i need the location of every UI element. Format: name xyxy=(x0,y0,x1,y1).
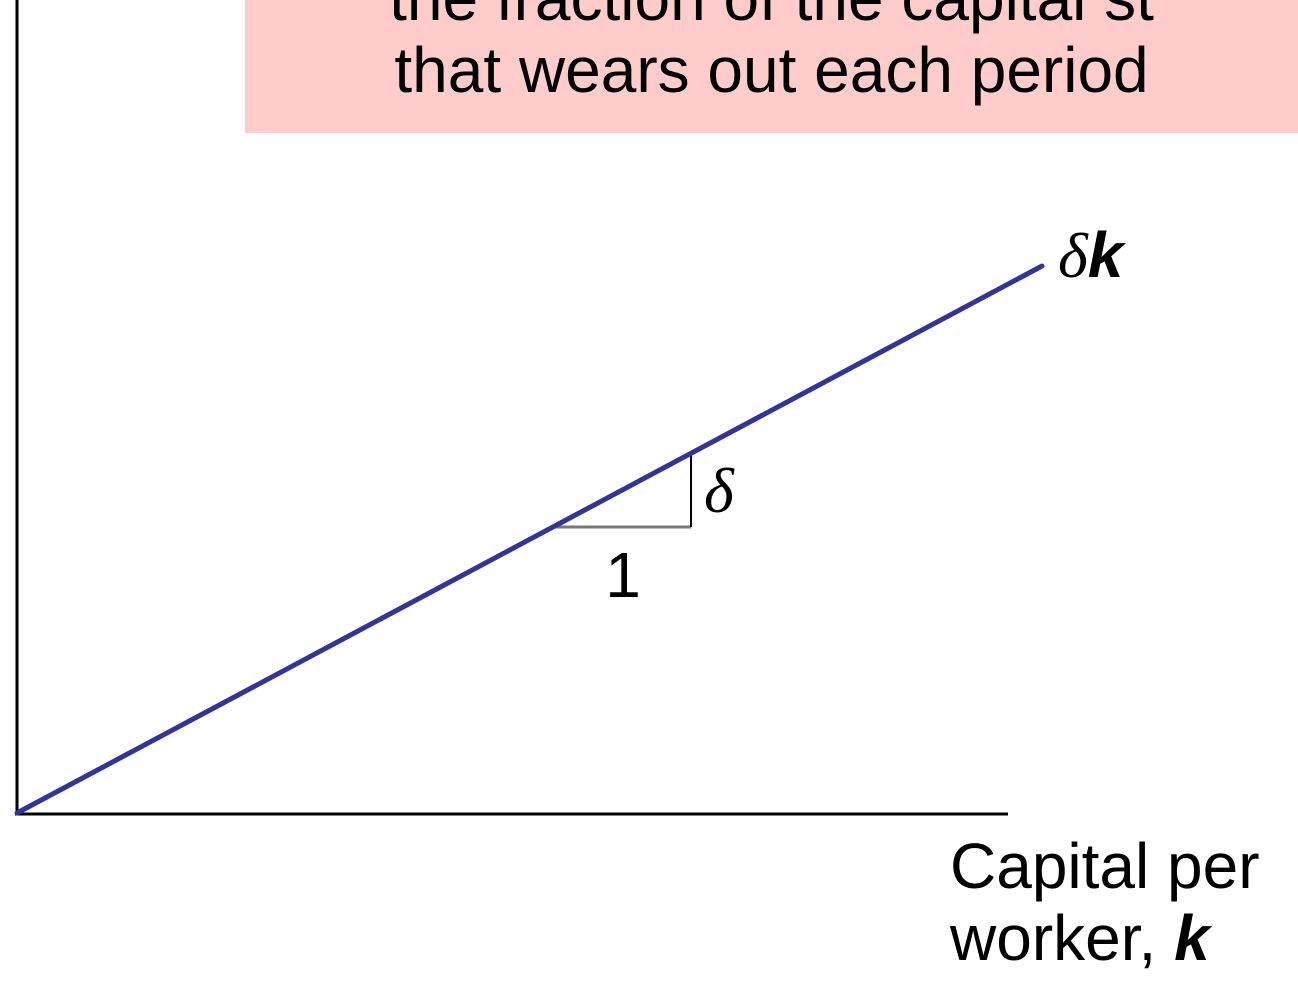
x-axis-title-prefix: worker, xyxy=(950,902,1175,974)
note-text-line-1: the fraction of the capital st xyxy=(245,0,1298,30)
note-box: the fraction of the capital st that wear… xyxy=(245,0,1298,133)
x-axis-title-variable: k xyxy=(1174,902,1210,974)
delta-symbol: δ xyxy=(1058,220,1089,291)
note-text-line-2: that wears out each period xyxy=(394,34,1149,106)
x-axis-title: Capital per worker, k xyxy=(950,830,1260,974)
x-axis-title-line-1: Capital per xyxy=(950,830,1260,902)
k-variable: k xyxy=(1088,219,1127,291)
depreciation-line xyxy=(14,263,1045,816)
depreciation-line-label: δk xyxy=(1058,219,1127,291)
slope-run-label: 1 xyxy=(605,539,641,611)
x-axis-title-line-2: worker, k xyxy=(950,902,1260,974)
slope-rise-label: δ xyxy=(704,455,735,526)
